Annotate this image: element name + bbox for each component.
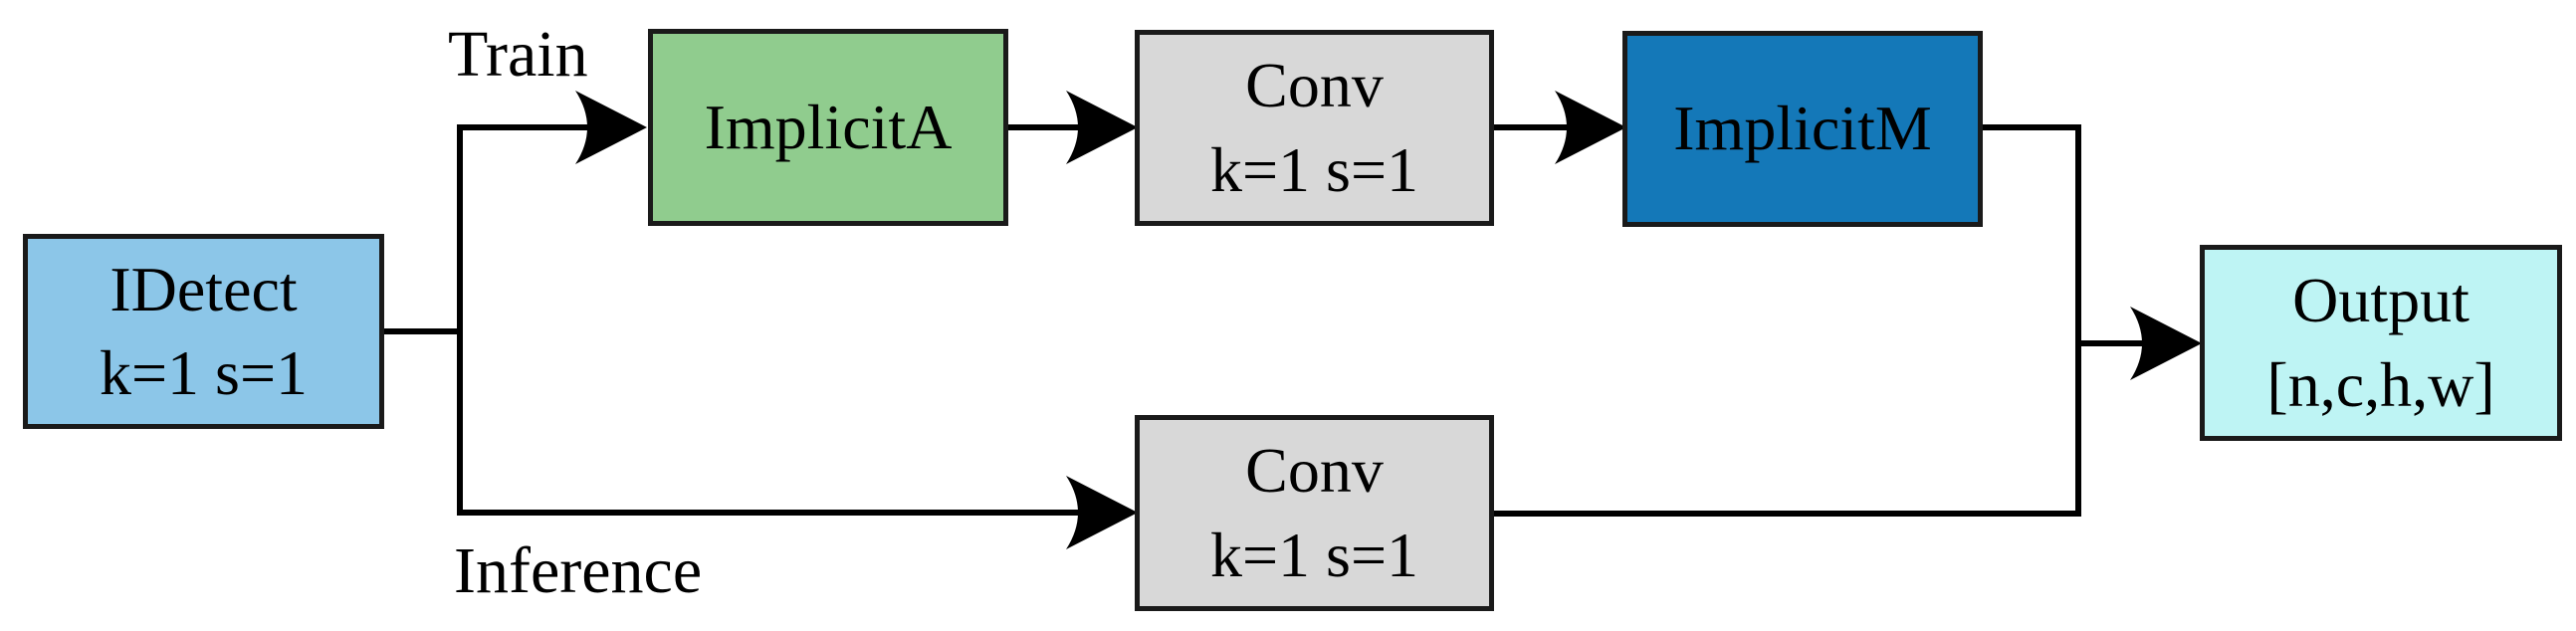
arrowhead-into-implicita (575, 91, 647, 164)
node-implicitm-label: ImplicitM (1673, 93, 1932, 164)
arrowhead-into-output (2130, 307, 2202, 380)
edge-branch-train-inference (457, 124, 1085, 516)
node-conv-train-params: k=1 s=1 (1209, 133, 1419, 205)
node-idetect-params: k=1 s=1 (99, 337, 309, 408)
node-implicita-label: ImplicitA (704, 91, 953, 162)
node-conv-inference-label: Conv (1245, 435, 1384, 507)
node-output-shape: [n,c,h,w] (2266, 348, 2495, 420)
node-conv-train: Conv k=1 s=1 (1135, 30, 1494, 226)
arrowhead-into-implicitm (1555, 91, 1626, 164)
node-output-label: Output (2292, 265, 2469, 336)
label-train-branch: Train (448, 18, 588, 91)
node-conv-inference: Conv k=1 s=1 (1135, 415, 1494, 611)
edge-implicitm-join-rail (1492, 124, 2081, 517)
arrowhead-into-conv-train (1066, 91, 1138, 164)
arrowhead-into-conv-inference (1066, 476, 1138, 549)
node-idetect-label: IDetect (109, 253, 298, 324)
label-inference-branch: Inference (454, 534, 703, 607)
node-output: Output [n,c,h,w] (2200, 245, 2562, 441)
node-conv-train-label: Conv (1245, 50, 1384, 121)
node-implicitm: ImplicitM (1622, 31, 1983, 227)
node-idetect: IDetect k=1 s=1 (23, 234, 384, 429)
node-conv-inference-params: k=1 s=1 (1209, 519, 1419, 590)
node-implicita: ImplicitA (648, 29, 1008, 226)
